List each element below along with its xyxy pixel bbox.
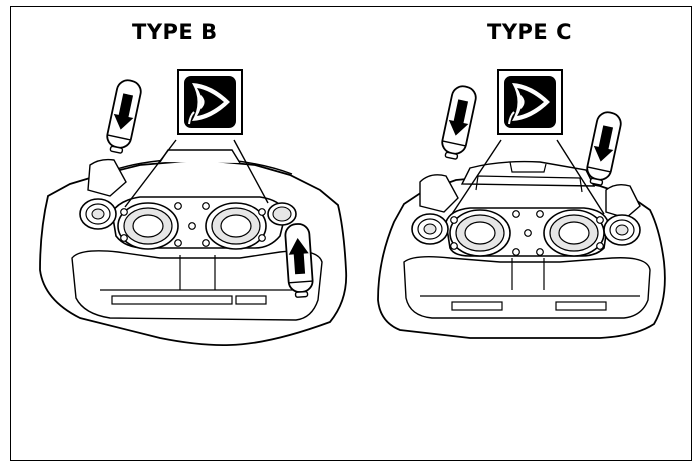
battery-down-icon: [583, 109, 624, 188]
caliper-type-b: [39, 149, 348, 347]
battery-down-icon: [103, 77, 144, 156]
caliper-type-c: [377, 160, 666, 339]
panel-title-type-b: TYPE B: [132, 20, 218, 44]
battery-down-icon: [438, 83, 479, 162]
panel-title-type-c: TYPE C: [487, 20, 572, 44]
inspection-eye-icon: [496, 68, 564, 136]
inspection-eye-icon: [176, 68, 244, 136]
